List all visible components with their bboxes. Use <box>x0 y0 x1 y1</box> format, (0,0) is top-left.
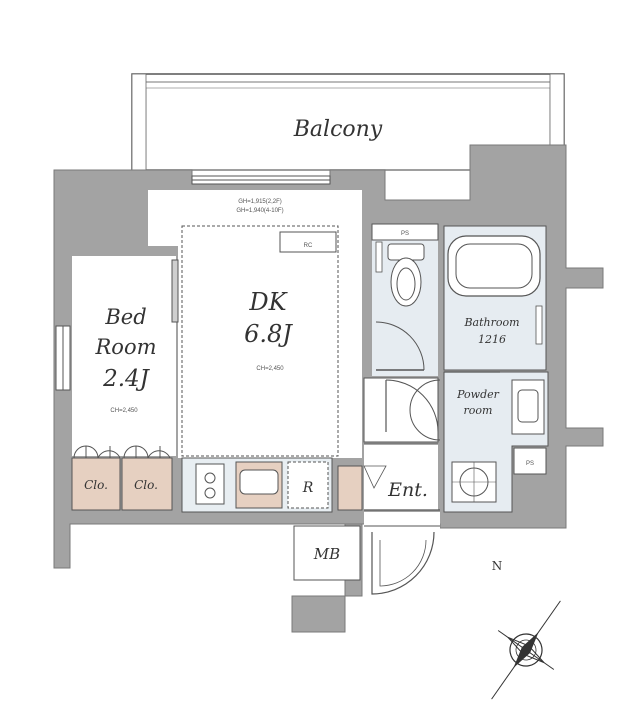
ps-label-1: PS <box>401 231 409 237</box>
dk-name: DK <box>248 288 288 316</box>
stove-icon <box>195 463 225 505</box>
fridge-label: R <box>302 480 314 496</box>
dk-floor <box>148 190 362 458</box>
fridge-space <box>287 461 329 509</box>
bed-room-floor <box>72 256 176 456</box>
closet-2-label: Clo. <box>134 478 158 492</box>
closet-1-label: Clo. <box>84 478 108 492</box>
closet-left <box>71 457 121 511</box>
dk-ceiling-height: CH=2,450 <box>256 366 284 372</box>
toilet-bowl-icon <box>390 257 422 307</box>
kitchen: R <box>195 461 329 509</box>
bed-room-label-1: Bed <box>104 305 146 329</box>
powder-room-label-2: room <box>464 404 493 417</box>
powder-room: Powder room PS <box>409 371 549 513</box>
entrance-label: Ent. <box>387 479 428 501</box>
balcony-label: Balcony <box>293 117 383 142</box>
hall-floor <box>364 378 438 442</box>
windows <box>55 175 331 391</box>
sash-height-2: GH=1,940(4-10F) <box>236 208 283 214</box>
bed-room-ceiling-height: CH=2,450 <box>110 408 138 414</box>
mb-label: MB <box>313 545 340 563</box>
toilet: PS <box>371 223 439 371</box>
meter-box: MB <box>293 525 361 581</box>
washbasin-icon <box>511 379 545 435</box>
bathroom-label: Bathroom <box>463 316 519 329</box>
entrance: Ent. <box>363 377 440 595</box>
dk-size: 6.8J <box>244 320 293 348</box>
bed-room-size: 2.4J <box>102 366 151 392</box>
shoe-cabinet <box>337 465 363 511</box>
compass-rose-icon <box>491 600 561 700</box>
sash-height-1: GH=1,915(2,2F) <box>238 199 282 205</box>
bed-room-label-2: Room <box>94 335 156 359</box>
mb-floor <box>294 526 360 580</box>
ps-label-2: PS <box>526 461 534 467</box>
bathtub-icon <box>447 235 541 297</box>
bathroom-size: 1216 <box>478 333 506 346</box>
bed-room: Bed Room 2.4J CH=2,450 Clo. Clo. <box>73 305 171 492</box>
dk-room: RC GH=1,915(2,2F) GH=1,940(4-10F) DK 6.8… <box>181 199 339 457</box>
powder-room-label-1: Powder <box>456 388 500 401</box>
entrance-floor <box>364 444 438 510</box>
closet-right <box>121 457 173 511</box>
rc-label: RC <box>304 243 313 249</box>
compass-north-label: N <box>492 559 503 573</box>
corridor-floor <box>364 512 440 598</box>
